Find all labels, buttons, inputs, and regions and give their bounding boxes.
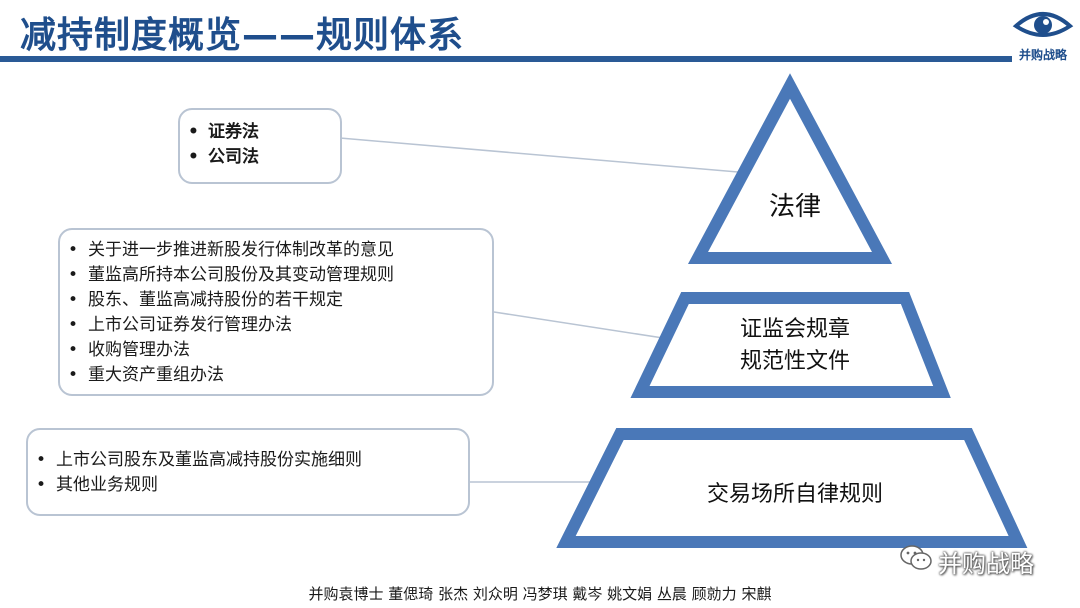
callout-exchange: 上市公司股东及董监高减持股份实施细则 其他业务规则 <box>26 428 470 516</box>
callout-csrc: 关于进一步推进新股发行体制改革的意见 董监高所持本公司股份及其变动管理规则 股东… <box>58 228 494 396</box>
list-item: 其他业务规则 <box>28 473 468 498</box>
eye-logo-icon <box>1012 12 1074 37</box>
list-item: 收购管理办法 <box>60 338 492 363</box>
list-item: 关于进一步推进新股发行体制改革的意见 <box>60 238 492 263</box>
list-item: 董监高所持本公司股份及其变动管理规则 <box>60 263 492 288</box>
pyramid-tier-csrc <box>630 292 951 398</box>
list-item: 重大资产重组办法 <box>60 363 492 388</box>
connector-csrc <box>493 311 677 341</box>
title-underline <box>0 56 1012 62</box>
tier-label-csrc: 证监会规章 规范性文件 <box>739 317 850 374</box>
list-item: 上市公司证券发行管理办法 <box>60 313 492 338</box>
list-item: 股东、董监高减持股份的若干规定 <box>60 288 492 313</box>
footer-credits: 并购袁博士 董偲琦 张杰 刘众明 冯梦琪 戴岑 姚文娟 丛晨 顾勍力 宋麒 <box>308 585 772 603</box>
list-item: 证券法 <box>180 120 340 145</box>
pyramid-tier-exchange <box>556 428 1028 548</box>
list-item: 公司法 <box>180 145 340 170</box>
logo-text: 并购战略 <box>1018 48 1067 62</box>
header: 减持制度概览——规则体系 并购战略 <box>0 0 1080 64</box>
logo: 并购战略 <box>1012 4 1074 64</box>
callout-law: 证券法 公司法 <box>178 108 342 184</box>
wechat-watermark: 并购战略 <box>900 540 1070 580</box>
list-item: 上市公司股东及董监高减持股份实施细则 <box>28 448 468 473</box>
watermark-text: 并购战略 <box>938 550 1034 578</box>
tier-label-exchange: 交易场所自律规则 <box>706 482 883 507</box>
wechat-icon <box>900 545 932 570</box>
tier-label-law: 法律 <box>768 192 821 222</box>
pyramid-tier-law <box>687 73 893 264</box>
page-title: 减持制度概览——规则体系 <box>20 15 465 56</box>
connector-law <box>339 137 739 173</box>
